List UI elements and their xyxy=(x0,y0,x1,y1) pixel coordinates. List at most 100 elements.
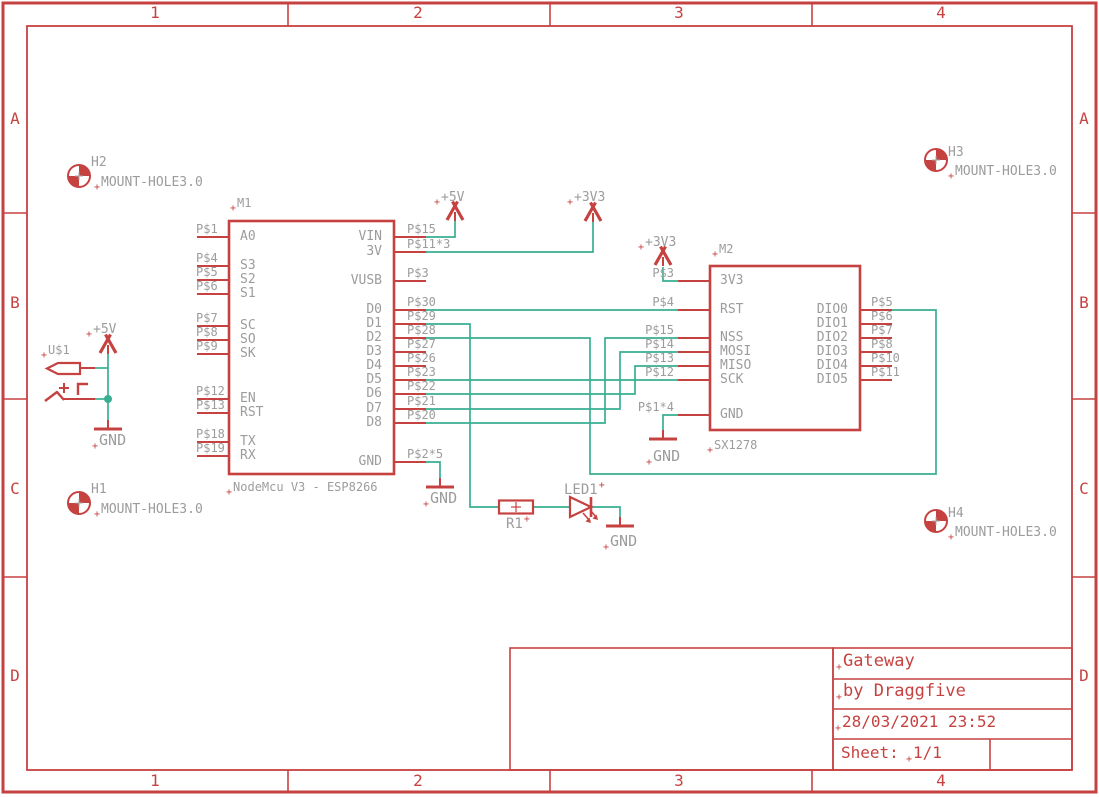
p5v-label: +5V xyxy=(434,191,464,205)
nodemcu-designator: M1 xyxy=(230,197,251,211)
net-nodemcu-gnd xyxy=(426,461,441,479)
pin-name: SO xyxy=(240,332,256,347)
pin-name: VIN xyxy=(358,229,382,244)
gnd-symbol-sx1278 xyxy=(649,430,677,441)
pin-name: DIO3 xyxy=(816,344,848,359)
pin-number: P$14 xyxy=(645,337,674,351)
nodemcu-right-pin-stubs xyxy=(394,236,426,463)
pin-name: SK xyxy=(240,346,256,361)
pin-number: P$12 xyxy=(196,384,225,398)
pin-name: SCK xyxy=(720,372,744,387)
net-vin-5v xyxy=(426,221,456,238)
frame-row-label: A xyxy=(10,109,20,128)
frame-col-label: 2 xyxy=(413,771,423,790)
pin-number: P$1*4 xyxy=(637,400,674,414)
gnd-symbol-nodemcu xyxy=(426,478,454,489)
pin-number: P$23 xyxy=(407,365,436,379)
pin-name: VUSB xyxy=(350,273,382,288)
gnd-symbol-led xyxy=(606,517,634,528)
frame-row-label: A xyxy=(1079,109,1089,128)
pin-name: NSS xyxy=(720,330,744,345)
sx1278-designator: M2 xyxy=(712,243,733,257)
pin-number: P$7 xyxy=(871,323,893,337)
pin-name: D0 xyxy=(366,302,382,317)
mount-hole-designator: H3 xyxy=(948,145,964,160)
mount-hole-designator: H4 xyxy=(948,506,964,521)
sx1278-symbol-outline xyxy=(708,264,862,432)
pin-number: P$22 xyxy=(407,379,436,393)
mount-hole-value: MOUNT-HOLE3.0 xyxy=(948,526,1057,540)
pin-name: S2 xyxy=(240,272,256,287)
pin-name: DIO1 xyxy=(816,316,848,331)
title-block-title: Gateway xyxy=(836,652,915,671)
pin-number: P$6 xyxy=(871,309,893,323)
pin-number: P$27 xyxy=(407,337,436,351)
pin-number: P$15 xyxy=(407,222,436,236)
frame-col-label: 4 xyxy=(936,771,946,790)
pin-number: P$3 xyxy=(652,266,674,280)
frame-col-label: 2 xyxy=(413,3,423,22)
title-block-frame xyxy=(509,647,1073,771)
mount-hole-designator: H2 xyxy=(91,155,107,170)
pin-name: D3 xyxy=(366,344,382,359)
pin-name: DIO5 xyxy=(816,372,848,387)
mount-hole-h1-icon xyxy=(67,491,91,515)
frame-row-label: C xyxy=(10,479,20,498)
pin-name: D7 xyxy=(366,401,382,416)
mount-hole-designator: H1 xyxy=(91,482,107,497)
pin-name: S1 xyxy=(240,286,256,301)
pin-name: RX xyxy=(240,448,256,463)
title-block-author: by Draggfive xyxy=(836,682,966,701)
mount-hole-h2-icon xyxy=(67,164,91,188)
gnd-symbol-battery xyxy=(94,420,122,431)
pin-name: D4 xyxy=(366,358,382,373)
p5v-arrow-battery xyxy=(98,333,118,354)
pin-name: DIO2 xyxy=(816,330,848,345)
pin-number: P$18 xyxy=(196,427,225,441)
pin-name: DIO4 xyxy=(816,358,848,373)
pin-number: P$10 xyxy=(871,351,900,365)
battery-contact-icon xyxy=(76,382,88,395)
pin-number: P$1 xyxy=(196,222,218,236)
pin-number: P$30 xyxy=(407,295,436,309)
p3v3-label: +3V3 xyxy=(567,191,605,205)
frame-col-label: 4 xyxy=(936,3,946,22)
pin-number: P$19 xyxy=(196,441,225,455)
frame-col-label: 1 xyxy=(150,771,160,790)
frame-row-label: C xyxy=(1079,479,1089,498)
net-d6-miso xyxy=(426,365,678,395)
mount-hole-h3-icon xyxy=(924,148,948,172)
mount-hole-value: MOUNT-HOLE3.0 xyxy=(948,165,1057,179)
frame-col-label: 3 xyxy=(674,3,684,22)
pin-number: P$2*5 xyxy=(407,447,444,461)
net-junction-dot xyxy=(104,395,112,403)
frame-row-label: B xyxy=(10,293,20,312)
mount-hole-value: MOUNT-HOLE3.0 xyxy=(94,176,203,190)
pin-number: P$15 xyxy=(645,323,674,337)
frame-row-label: D xyxy=(1079,666,1089,685)
pin-number: P$8 xyxy=(196,325,218,339)
pin-name: S3 xyxy=(240,258,256,273)
pin-number: P$5 xyxy=(871,295,893,309)
resistor-origin-cross-icon xyxy=(511,502,521,512)
pin-name: GND xyxy=(720,407,744,422)
frame-col-label: 1 xyxy=(150,3,160,22)
gnd-label: GND xyxy=(603,533,637,550)
pin-name: MOSI xyxy=(720,344,752,359)
pin-number: P$13 xyxy=(645,351,674,365)
pin-name: 3V xyxy=(366,244,382,259)
led-symbol xyxy=(568,495,598,523)
net-d7-mosi xyxy=(426,351,678,410)
pin-name: RST xyxy=(720,302,744,317)
pin-name: D8 xyxy=(366,415,382,430)
gnd-symbols xyxy=(94,420,677,528)
pin-name: MISO xyxy=(720,358,752,373)
pin-name: D6 xyxy=(366,386,382,401)
net-d2-dio0 xyxy=(426,309,937,475)
pin-number: P$6 xyxy=(196,279,218,293)
battery-symbol xyxy=(44,361,95,402)
title-block-sheet-value: 1/1 xyxy=(906,744,942,762)
pin-number: P$29 xyxy=(407,309,436,323)
